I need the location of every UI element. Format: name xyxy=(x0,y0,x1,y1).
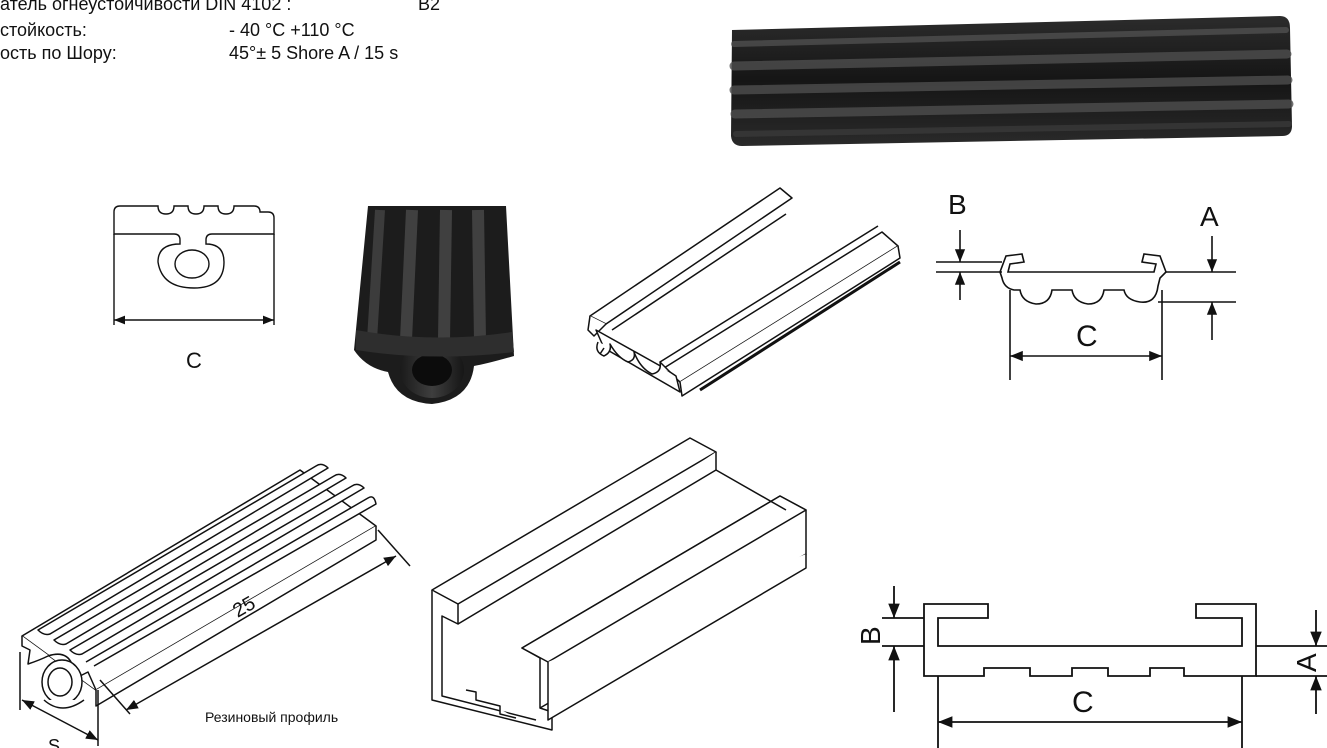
spec-value: B2 xyxy=(418,0,441,14)
dimension-label-c: C xyxy=(1072,686,1094,719)
dimension-label-c: C xyxy=(186,348,202,373)
spec-label: стойкость: xyxy=(0,20,87,40)
caption-rubber-profile: Резиновый профиль xyxy=(205,709,339,725)
profile-section-small xyxy=(113,205,275,325)
dimension-label-width: S xyxy=(48,736,60,748)
profile-isometric-top xyxy=(587,187,901,397)
spec-label: атель огнеустойчивости DIN 4102 : xyxy=(0,0,292,14)
spec-value: 45°± 5 Shore A / 15 s xyxy=(229,43,399,63)
ribbed-profile-isometric xyxy=(19,463,411,746)
spec-label: ость по Шору: xyxy=(0,43,117,63)
dimension-label-a: A xyxy=(1200,201,1219,232)
dimension-label-c: C xyxy=(1076,320,1098,353)
dimension-label-b: B xyxy=(855,626,886,645)
dimension-label-a: A xyxy=(1291,653,1322,672)
channel-section-dimensioned xyxy=(882,586,1327,748)
dimension-label-b: B xyxy=(948,189,967,220)
profile-section-dimensioned-top xyxy=(936,230,1236,380)
rubber-strip-photo xyxy=(729,16,1294,146)
spec-value: - 40 °C +110 °C xyxy=(229,20,355,40)
profile-end-photo xyxy=(354,206,514,404)
channel-profile-isometric xyxy=(431,437,807,731)
